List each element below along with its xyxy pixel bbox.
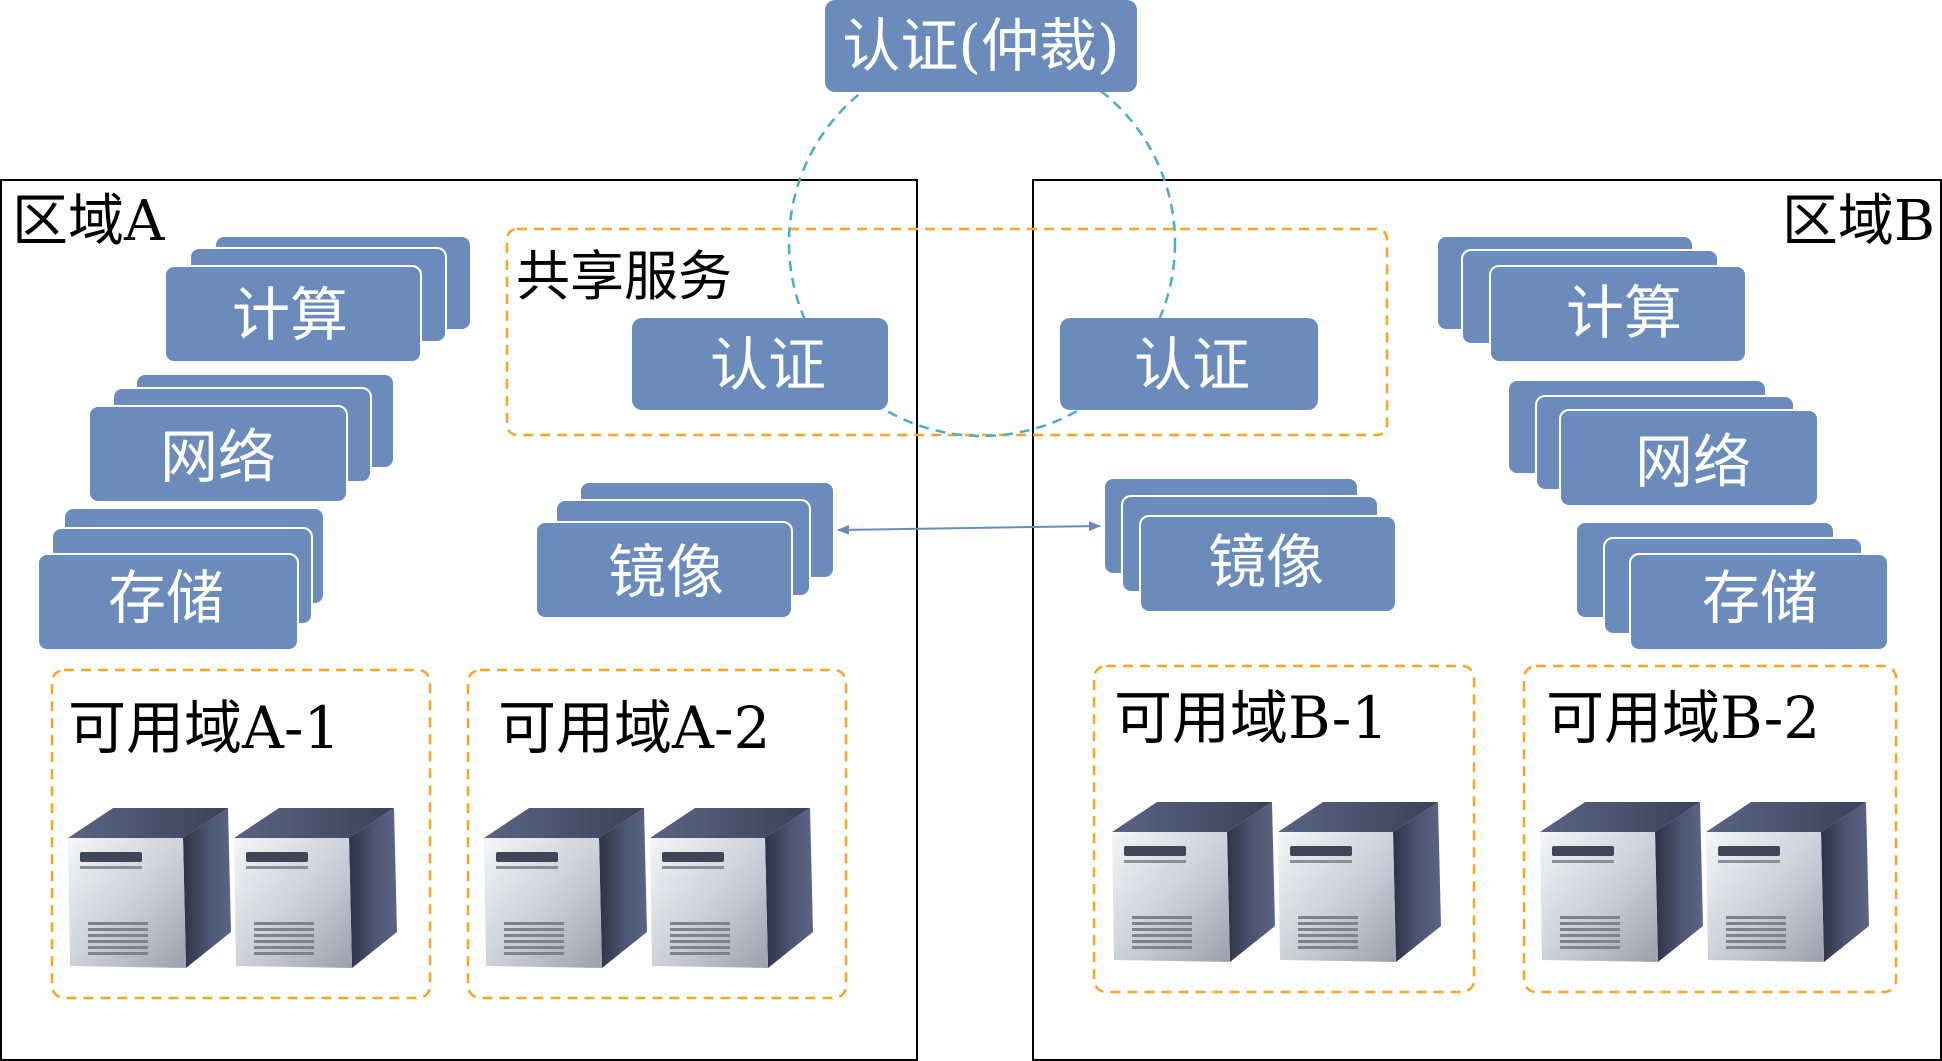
- region-a-network-stack: 网络: [88, 373, 395, 503]
- zone-a-1-frame: [50, 668, 432, 1000]
- shared-auth-a-box: [632, 318, 888, 410]
- zone-a-1: 可用域A-1: [50, 668, 432, 1000]
- zone-b-2-frame: [1522, 664, 1898, 994]
- region-a-mirror-stack: 镜像: [535, 481, 835, 619]
- server-tower-icon: [650, 808, 813, 968]
- region-b-network-label: 网络: [1635, 428, 1751, 496]
- arbiter-box: [825, 0, 1137, 92]
- server-tower-icon: [1112, 802, 1275, 962]
- zone-b-1-label: 可用域B-1: [1114, 684, 1388, 752]
- region-a-compute-stack: 计算: [164, 235, 472, 363]
- shared-services-label: 共享服务: [516, 245, 732, 308]
- zone-b-1-frame: [1092, 664, 1476, 994]
- region-a-title: 区域A: [12, 189, 165, 254]
- shared-auth-b-label: 认证: [1134, 331, 1250, 399]
- region-a-network-label: 网络: [160, 423, 276, 491]
- mirror-replication-arrow: [837, 521, 1101, 535]
- region-b-mirror-stack: 镜像: [1103, 477, 1397, 613]
- region-a-storage-label: 存储: [108, 564, 224, 632]
- region-b-storage-label: 存储: [1702, 564, 1818, 632]
- arbiter-label: 认证(仲裁): [842, 12, 1119, 80]
- region-b-network-stack: 网络: [1507, 379, 1819, 507]
- shared-services-container: [505, 227, 1389, 437]
- shared-auth-a-label: 认证: [710, 331, 826, 399]
- zone-b-2: 可用域B-2: [1522, 664, 1898, 994]
- zone-a-1-label: 可用域A-1: [68, 694, 340, 762]
- region-b-title: 区域B: [1782, 189, 1935, 254]
- server-tower-icon: [1706, 802, 1869, 962]
- region-b-mirror-label: 镜像: [1208, 528, 1324, 596]
- zone-b-2-label: 可用域B-2: [1546, 684, 1820, 752]
- region-a-compute-label: 计算: [232, 281, 348, 349]
- region-a-mirror-label: 镜像: [608, 538, 724, 606]
- region-b-storage-stack: 存储: [1575, 521, 1889, 651]
- region-b-compute-label: 计算: [1566, 279, 1682, 347]
- server-tower-icon: [1540, 802, 1703, 962]
- server-tower-icon: [1278, 802, 1441, 962]
- zone-b-1: 可用域B-1: [1092, 664, 1476, 994]
- zone-a-2: 可用域A-2: [466, 668, 848, 1000]
- zone-a-2-frame: [466, 668, 848, 1000]
- region-a-frame: [0, 179, 918, 1061]
- server-tower-icon: [68, 808, 231, 968]
- server-tower-icon: [234, 808, 397, 968]
- zone-a-2-label: 可用域A-2: [498, 694, 770, 762]
- shared-auth-b-box: [1060, 318, 1318, 410]
- region-b-compute-stack: 计算: [1436, 235, 1747, 363]
- server-tower-icon: [484, 808, 647, 968]
- region-a-storage-stack: 存储: [37, 507, 325, 651]
- region-b-frame: [1032, 179, 1942, 1061]
